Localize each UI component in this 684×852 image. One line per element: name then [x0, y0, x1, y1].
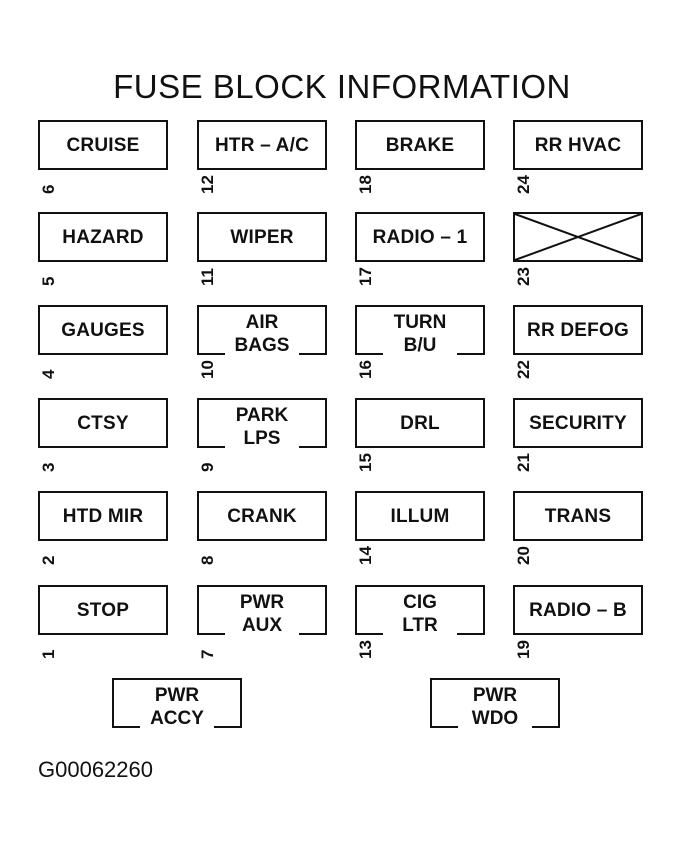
- fuse-number: 24: [514, 175, 533, 194]
- fuse-number: 10: [198, 360, 217, 379]
- fuse-label: RR DEFOG: [527, 320, 629, 341]
- fuse-label-line2: AUX: [241, 615, 283, 636]
- fuse-label-line1: PARK: [235, 405, 289, 426]
- fuse-slot: WIPER: [197, 212, 327, 262]
- fuse-label: STOP: [76, 600, 130, 621]
- fuse-label: CRANK: [227, 506, 297, 527]
- fuse-slot: BRAKE: [355, 120, 485, 170]
- fuse-number: 7: [198, 649, 217, 659]
- fuse-label-line2: WDO: [471, 708, 519, 729]
- fuse-label: BRAKE: [385, 135, 455, 156]
- fuse-number: 4: [39, 369, 58, 379]
- fuse-label-line1: PWR: [239, 592, 285, 613]
- fuse-label: CTSY: [77, 413, 129, 434]
- fuse-label-line2: LPS: [243, 428, 281, 449]
- fuse-slot: CTSY: [38, 398, 168, 448]
- fuse-number: 19: [514, 640, 533, 659]
- fuse-slot: STOP: [38, 585, 168, 635]
- fuse-label-line2: LTR: [402, 615, 438, 636]
- fuse-label-line1: PWR: [154, 685, 200, 706]
- fuse-number: 17: [356, 267, 375, 286]
- fuse-number: 1: [39, 649, 58, 659]
- fuse-number: 6: [39, 184, 58, 194]
- fuse-label-line2: ACCY: [150, 708, 204, 729]
- fuse-slot: CRUISE: [38, 120, 168, 170]
- fuse-number: 16: [356, 360, 375, 379]
- fuse-number: 8: [198, 555, 217, 565]
- fuse-label: RADIO – B: [529, 600, 627, 621]
- fuse-slot: RADIO – B: [513, 585, 643, 635]
- fuse-number: 9: [198, 462, 217, 472]
- fuse-label: GAUGES: [61, 320, 145, 341]
- fuse-label: RADIO – 1: [372, 227, 468, 248]
- fuse-label: TRANS: [544, 506, 612, 527]
- fuse-label: DRL: [400, 413, 440, 434]
- fuse-label: WIPER: [230, 227, 294, 248]
- fuse-number: 2: [39, 555, 58, 565]
- fuse-slot: TRANS: [513, 491, 643, 541]
- fuse-number: 5: [39, 276, 58, 286]
- fuse-slot: SECURITY: [513, 398, 643, 448]
- diagram-title: FUSE BLOCK INFORMATION: [113, 68, 571, 105]
- fuse-label-line1: AIR: [245, 312, 279, 333]
- fuse-slot: HTD MIR: [38, 491, 168, 541]
- fuse-slot: HTR – A/C: [197, 120, 327, 170]
- fuse-label-line1: CIG: [403, 592, 437, 613]
- fuse-number: 23: [514, 267, 533, 286]
- fuse-slot: HAZARD: [38, 212, 168, 262]
- fuse-label-line1: TURN: [393, 312, 447, 333]
- figure-code: G00062260: [38, 757, 153, 782]
- fuse-number: 20: [514, 546, 533, 565]
- fuse-label: ILLUM: [390, 506, 450, 527]
- fuse-number: 21: [514, 453, 533, 472]
- fuse-number: 15: [356, 453, 375, 472]
- fuse-label: HTD MIR: [62, 506, 144, 527]
- fuse-slot-unused: [513, 212, 643, 262]
- fuse-label: RR HVAC: [534, 135, 622, 156]
- fuse-number: 18: [356, 175, 375, 194]
- fuse-label-line1: PWR: [472, 685, 518, 706]
- fuse-slot: DRL: [355, 398, 485, 448]
- fuse-slot: RR HVAC: [513, 120, 643, 170]
- fuse-number: 13: [356, 640, 375, 659]
- fuse-slot: GAUGES: [38, 305, 168, 355]
- fuse-number: 14: [356, 546, 375, 565]
- fuse-slot: RR DEFOG: [513, 305, 643, 355]
- fuse-number: 22: [514, 360, 533, 379]
- fuse-slot: CRANK: [197, 491, 327, 541]
- fuse-number: 12: [198, 175, 217, 194]
- fuse-slot: RADIO – 1: [355, 212, 485, 262]
- fuse-number: 11: [198, 268, 217, 286]
- fuse-label: HTR – A/C: [215, 135, 309, 156]
- fuse-slot: ILLUM: [355, 491, 485, 541]
- fuse-label-line2: B/U: [403, 335, 437, 356]
- fuse-label-line2: BAGS: [234, 335, 290, 356]
- fuse-label: CRUISE: [66, 135, 140, 156]
- unused-cross-icon: [515, 214, 641, 260]
- fuse-number: 3: [39, 462, 58, 472]
- fuse-label: HAZARD: [62, 227, 144, 248]
- fuse-label: SECURITY: [529, 413, 627, 434]
